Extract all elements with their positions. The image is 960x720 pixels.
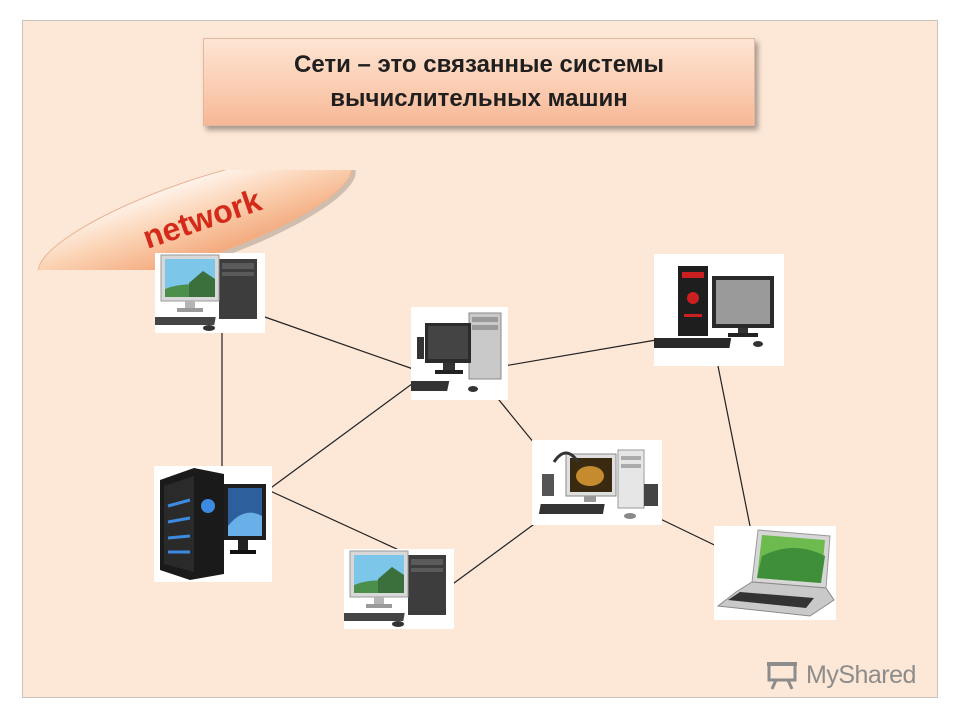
link-center-topright bbox=[503, 339, 657, 367]
link-topleft-center bbox=[261, 315, 417, 371]
desktop-computer-icon bbox=[344, 549, 454, 629]
presentation-board-icon bbox=[767, 662, 797, 690]
link-gaming-center bbox=[267, 377, 421, 491]
watermark-text: MyShared bbox=[806, 660, 916, 689]
gaming-tower-icon bbox=[154, 466, 272, 582]
watermark: MyShared bbox=[766, 658, 936, 692]
desktop-computer-icon bbox=[654, 254, 784, 366]
desktop-computer-icon bbox=[155, 253, 265, 333]
multimedia-computer-icon bbox=[532, 440, 662, 525]
title-line-1: Сети – это связанные системы bbox=[294, 51, 664, 78]
title-line-2: вычислительных машин bbox=[330, 85, 628, 112]
slide-title: Сети – это связанные системы вычислитель… bbox=[203, 38, 755, 126]
desktop-computer-icon bbox=[411, 307, 508, 400]
link-gaming-bottom bbox=[267, 489, 413, 557]
laptop-icon bbox=[714, 526, 836, 620]
network-badge: network bbox=[30, 154, 360, 290]
